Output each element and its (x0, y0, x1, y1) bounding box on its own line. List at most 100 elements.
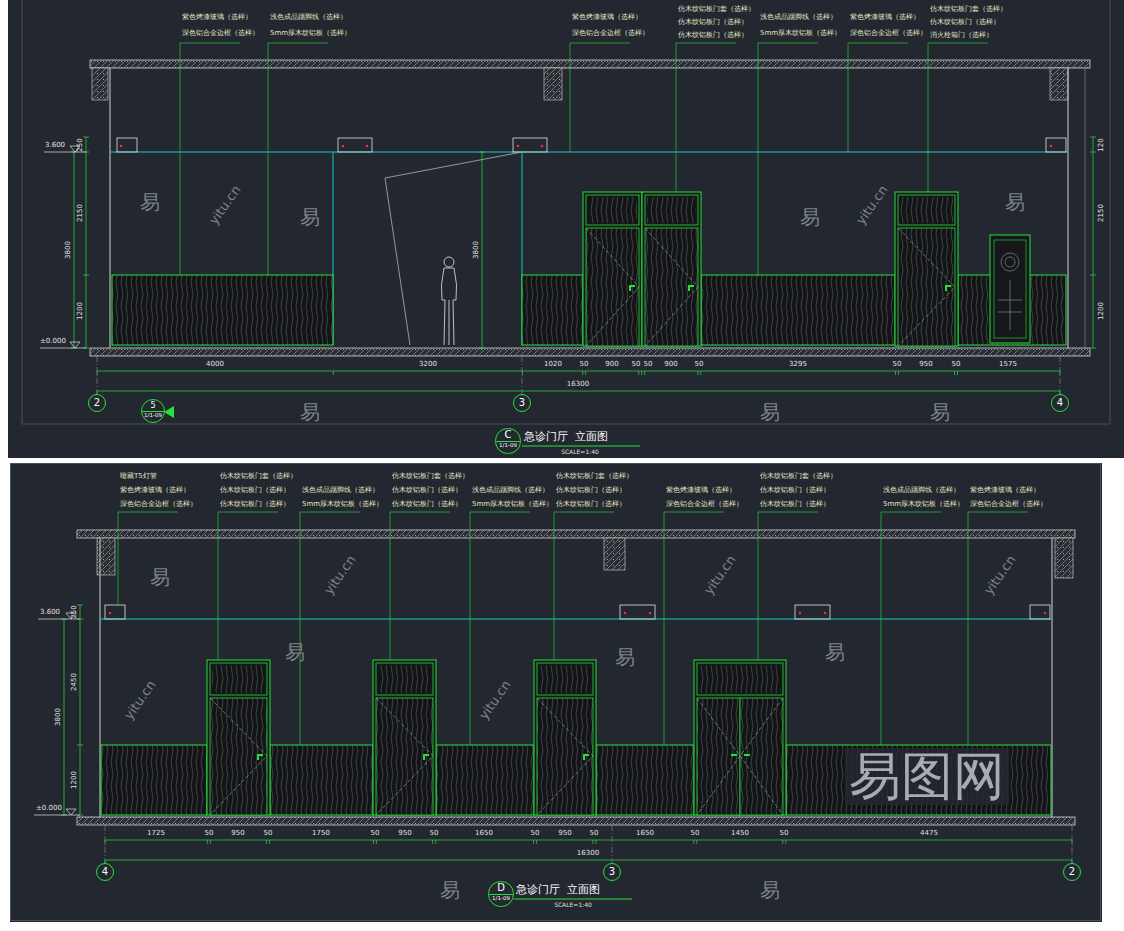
annotation-text: 5mm厚木纹铝板（选样） (270, 29, 351, 37)
dimension-text: 50 (632, 360, 641, 368)
bubble-label: 5 (150, 402, 155, 410)
watermark-text: 易 (760, 400, 780, 424)
annotation-text: 深色铝合金边框（选样） (850, 29, 927, 37)
bubble-divider (496, 441, 519, 442)
dimension-text: 950 (558, 829, 571, 837)
annotation-text: 暗藏T5灯管 (120, 472, 157, 480)
annotation-text: 深色铝合金边框（选样） (970, 500, 1047, 508)
annotation-text: 仿木纹铝板门（选样） (760, 500, 830, 508)
annotation-text: 5mm厚木纹铝板（选样） (760, 29, 841, 37)
axis-bubble: 3 (513, 394, 531, 412)
dimension-text: 2150 (1097, 204, 1105, 222)
annotation-text: 仿木纹铝板门（选样） (220, 486, 290, 494)
annotation-text: 仿木纹铝板门（选样） (760, 486, 830, 494)
dimension-text: 1725 (147, 829, 165, 837)
annotation-text: 仿木纹铝板门（选样） (392, 500, 462, 508)
dimension-text: 50 (952, 360, 961, 368)
dimension-text: 950 (231, 829, 244, 837)
watermark-text: yitu.cn (206, 182, 244, 227)
annotation-text: 浅色成品踢脚线（选样） (270, 13, 347, 21)
watermark-text: yitu.cn (701, 552, 739, 597)
dimension-text: 1750 (312, 829, 330, 837)
annotation-text: 紫色烤漆玻璃（选样） (572, 13, 642, 21)
dimension-text: 2450 (70, 673, 78, 691)
dimension-text: 1020 (544, 360, 562, 368)
dimension-text: 50 (691, 829, 700, 837)
dimension-text: 50 (893, 360, 902, 368)
axis-bubble: 2 (1063, 863, 1081, 881)
annotation-text: 深色铝合金边框（选样） (666, 500, 743, 508)
dimension-text: 250 (76, 138, 84, 151)
annotation-text: 紫色烤漆玻璃（选样） (970, 486, 1040, 494)
annotation-text: 浅色成品踢脚线（选样） (760, 13, 837, 21)
watermark-text: 易 (825, 640, 845, 664)
annotation-text: 仿木纹铝板门套（选样） (760, 472, 837, 480)
elevation-text: 3.600 (40, 608, 60, 616)
bubble-divider (489, 894, 512, 895)
dimension-text: 4000 (206, 360, 224, 368)
annotation-text: 深色铝合金边框（选样） (182, 29, 259, 37)
dimension-text: 50 (264, 829, 273, 837)
bubble-label: C (504, 430, 511, 440)
watermark-text: yitu.cn (121, 677, 159, 722)
elevation-text: 3.600 (45, 141, 65, 149)
bubble-label: 2 (1069, 867, 1075, 877)
watermark-text: yitu.cn (321, 552, 359, 597)
dimension-text: 50 (580, 360, 589, 368)
watermark-text: yitu.cn (981, 552, 1019, 597)
watermark-text: 易 (615, 645, 635, 669)
dimension-text: 1450 (731, 829, 749, 837)
dimension-text: 1650 (636, 829, 654, 837)
dimension-text: 900 (664, 360, 677, 368)
elevation-text: ±0.000 (40, 337, 66, 345)
sheet-reference: 1/1-09 (499, 443, 517, 449)
watermark-text: yitu.cn (853, 182, 891, 227)
dimension-text: 1200 (70, 771, 78, 789)
annotation-text: 仿木纹铝板门套（选样） (678, 5, 755, 13)
axis-bubble: 4 (96, 863, 114, 881)
annotation-text: 浅色成品踢脚线（选样） (472, 486, 549, 494)
dimension-text: 3800 (54, 708, 62, 726)
annotation-text: 紫色烤漆玻璃（选样） (182, 13, 252, 21)
elevation-text: ±0.000 (36, 804, 62, 812)
dimension-text: 1650 (475, 829, 493, 837)
dimension-text: 3800 (64, 241, 72, 259)
annotation-text: 紫色烤漆玻璃（选样） (850, 13, 920, 21)
dimension-text: 50 (695, 360, 704, 368)
scale-text: SCALE=1:40 (561, 448, 599, 455)
annotation-text: 深色铝合金边框（选样） (120, 500, 197, 508)
dimension-text: 1200 (1097, 302, 1105, 320)
watermark-text: 易 (300, 400, 320, 424)
annotation-text: 5mm厚木纹铝板（选样） (302, 500, 383, 508)
annotation-text: 紫色烤漆玻璃（选样） (666, 486, 736, 494)
watermark-text: 易 (140, 190, 160, 214)
bubble-divider (142, 411, 165, 412)
dimension-text: 950 (919, 360, 932, 368)
title-text: 急诊门厅 立面图 (524, 430, 608, 443)
watermark-text: 易 (150, 565, 170, 589)
dimension-text: 950 (398, 829, 411, 837)
annotation-text: 浅色成品踢脚线（选样） (302, 486, 379, 494)
title-bubble: D1/1-09 (488, 881, 513, 906)
watermark-text: 易 (285, 640, 305, 664)
bubble-label: 4 (102, 867, 108, 877)
sheet-reference: 1/1-09 (492, 896, 510, 902)
dimension-text: 900 (605, 360, 618, 368)
annotation-text: 仿木纹铝板门套（选样） (930, 5, 1007, 13)
annotation-text: 仿木纹铝板门套（选样） (220, 472, 297, 480)
watermark-text: yitu.cn (476, 677, 514, 722)
dimension-text: 50 (430, 829, 439, 837)
dimension-text: 50 (371, 829, 380, 837)
bubble-label: 3 (609, 867, 615, 877)
dimension-text: 50 (644, 360, 653, 368)
dimension-text: 1575 (999, 360, 1017, 368)
dimension-text: 3295 (789, 360, 807, 368)
dimension-text: 250 (70, 605, 78, 618)
dimension-text: 4475 (920, 829, 938, 837)
dimension-text: 16300 (567, 380, 589, 388)
annotation-text: 5mm厚木纹铝板（选样） (472, 500, 553, 508)
watermark-text: 易 (930, 400, 950, 424)
axis-bubble: 3 (603, 863, 621, 881)
axis-bubble: 2 (88, 394, 106, 412)
title-bubble: C 1/1-09 (495, 428, 520, 453)
